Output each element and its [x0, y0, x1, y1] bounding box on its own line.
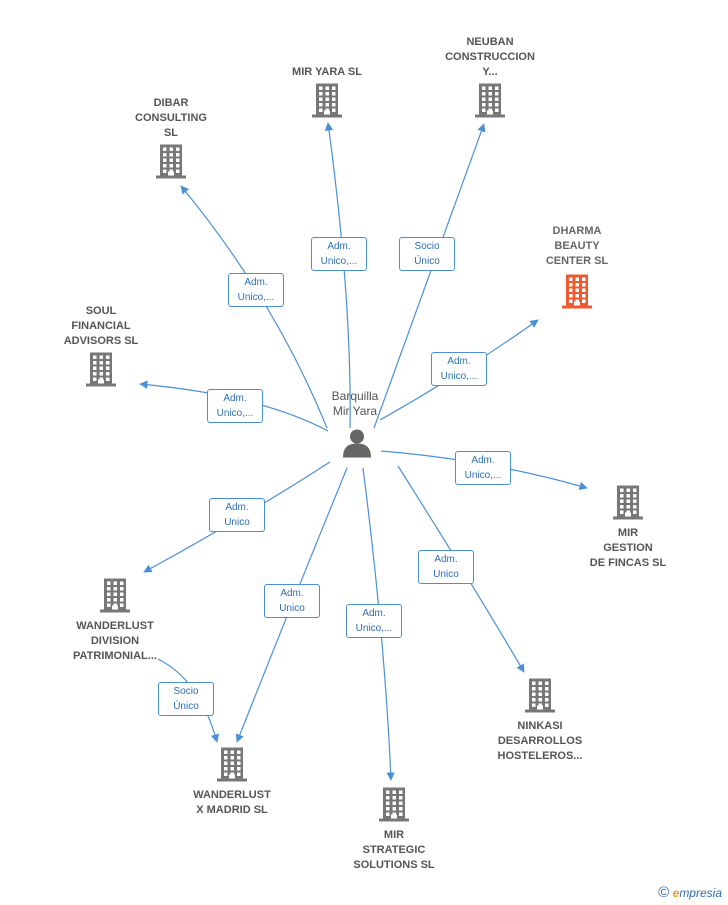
relation-label-mirgestion[interactable]: Adm. Unico,... — [455, 451, 511, 485]
company-label-dibar[interactable]: DIBAR CONSULTING SL — [135, 97, 207, 139]
relation-label-ninkasi[interactable]: Adm. Unico — [418, 550, 474, 584]
company-label-miryara[interactable]: MIR YARA SL — [292, 66, 362, 78]
building-icon[interactable] — [611, 484, 645, 525]
company-label-mirstrategic[interactable]: MIR STRATEGIC SOLUTIONS SL — [353, 829, 435, 871]
center-person-label: Barquilla Mir Yara — [331, 389, 379, 418]
company-label-neuban[interactable]: NEUBAN CONSTRUCCION Y... — [445, 36, 535, 78]
building-icon[interactable] — [523, 677, 557, 718]
building-icon[interactable] — [560, 273, 594, 314]
company-label-dharma[interactable]: DHARMA BEAUTY CENTER SL — [545, 225, 609, 267]
building-icon[interactable] — [377, 786, 411, 827]
relation-label-wanderlustdiv[interactable]: Adm. Unico — [209, 498, 265, 532]
company-label-ninkasi[interactable]: NINKASI DESARROLLOS HOSTELEROS... — [497, 720, 583, 762]
company-label-wanderlustx[interactable]: WANDERLUST X MADRID SL — [193, 789, 271, 816]
relation-label-miryara[interactable]: Adm. Unico,... — [311, 237, 367, 271]
building-icon[interactable] — [473, 82, 507, 123]
relation-label-soul[interactable]: Adm. Unico,... — [207, 389, 263, 423]
relation-label-mirstrategic[interactable]: Adm. Unico,... — [346, 604, 402, 638]
company-label-soul[interactable]: SOUL FINANCIAL ADVISORS SL — [63, 305, 139, 347]
relation-label-neuban[interactable]: Socio Único — [399, 237, 455, 271]
relation-label-dibar[interactable]: Adm. Unico,... — [228, 273, 284, 307]
building-icon[interactable] — [84, 351, 118, 392]
relation-label-wanderlustx[interactable]: Adm. Unico — [264, 584, 320, 618]
company-label-wanderlustdiv[interactable]: WANDERLUST DIVISION PATRIMONIAL... — [73, 620, 157, 662]
building-icon[interactable] — [154, 143, 188, 184]
company-label-mirgestion[interactable]: MIR GESTION DE FINCAS SL — [589, 527, 667, 569]
empresia-logo: © empresia — [658, 884, 722, 901]
person-icon[interactable] — [342, 428, 372, 463]
edge-center-miryara — [324, 122, 351, 429]
building-icon[interactable] — [310, 82, 344, 123]
relation-label-wanderlustx[interactable]: Socio Único — [158, 682, 214, 716]
relation-label-dharma[interactable]: Adm. Unico,... — [431, 352, 487, 386]
building-icon[interactable] — [215, 746, 249, 787]
edge-center-neuban — [373, 123, 486, 429]
building-icon[interactable] — [98, 577, 132, 618]
